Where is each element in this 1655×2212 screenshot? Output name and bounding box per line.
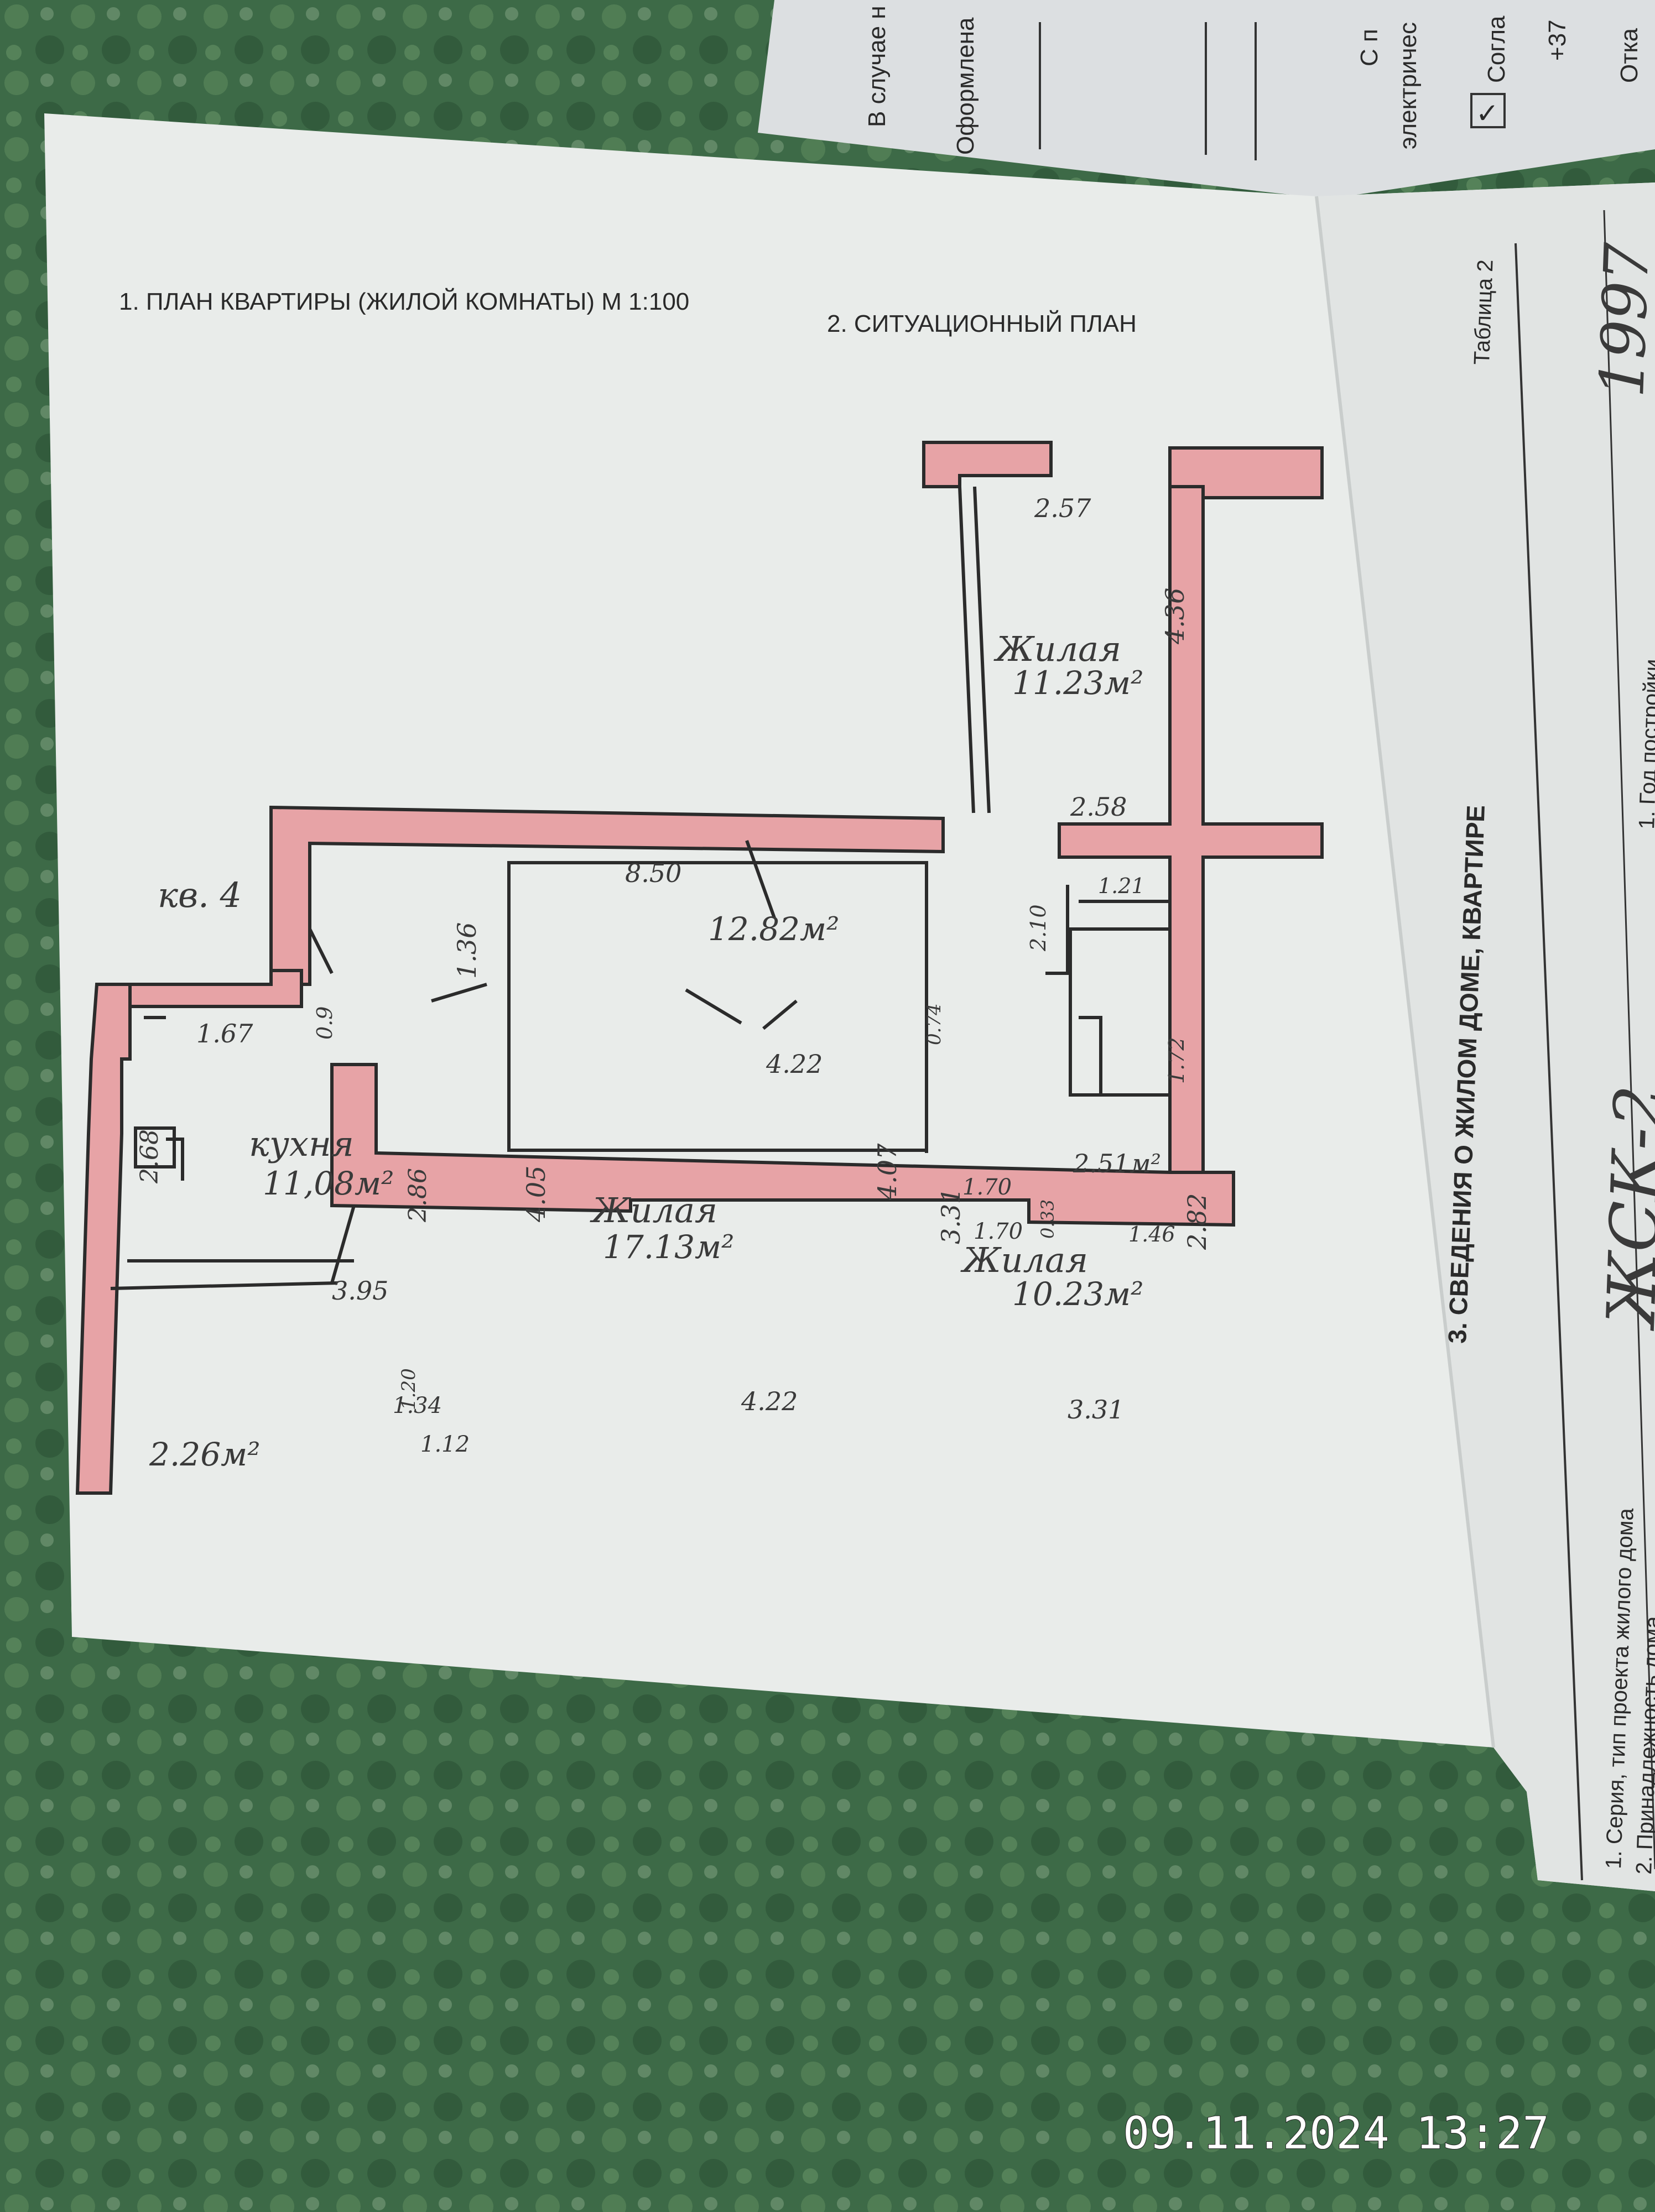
bath-area: 2.51м²	[1073, 1149, 1161, 1178]
dim-1-21: 1.21	[1098, 874, 1145, 898]
series-value: ЖСК-2	[1593, 1084, 1655, 1332]
back-sheet-line-2: Оформлена	[952, 17, 979, 155]
room-name-top: Жилая	[993, 629, 1121, 669]
dim-1-67: 1.67	[196, 1019, 253, 1048]
dim-3-31-vertical: 3.31	[936, 1188, 966, 1244]
dim-1-20: 1.20	[398, 1368, 420, 1410]
plan-title: 1. ПЛАН КВАРТИРЫ (ЖИЛОЙ КОМНАТЫ) М 1:100	[119, 287, 689, 315]
apartment-number: кв. 4	[158, 875, 242, 915]
dim-0-9: 0.9	[313, 1006, 337, 1040]
dim-4-36: 4.36	[1160, 588, 1190, 645]
back-sheet-line-4: электричес	[1394, 22, 1422, 149]
room-name-center: Жилая	[590, 1190, 717, 1230]
balcony-area: 2.26м²	[149, 1436, 260, 1473]
wall-top-left-stub	[922, 441, 1053, 488]
dim-3-31-bottom: 3.31	[1068, 1395, 1124, 1425]
dim-2-82: 2.82	[1182, 1193, 1212, 1250]
dim-2-68: 2.68	[136, 1129, 164, 1184]
dim-2-57: 2.57	[1034, 493, 1091, 523]
right-page-shade	[1316, 182, 1655, 1891]
dim-4-07: 4.07	[872, 1143, 902, 1201]
dim-1-34: 1.34	[393, 1393, 442, 1418]
kitchen-area: 11,08м²	[263, 1165, 394, 1202]
dim-1-70-b: 1.70	[974, 1219, 1023, 1244]
page-fold	[1315, 196, 1495, 1748]
situation-plan-title: 2. СИТУАЦИОННЫЙ ПЛАН	[827, 309, 1137, 337]
dim-2-58: 2.58	[1070, 792, 1127, 822]
dim-3-95: 3.95	[332, 1276, 388, 1306]
room-area-center: 17.13м²	[603, 1228, 734, 1266]
dim-1-12: 1.12	[420, 1432, 470, 1457]
dim-0-74: 0.74	[923, 1003, 945, 1045]
dim-2-86: 2.86	[404, 1168, 432, 1223]
back-sheet-line-1: В случае н	[863, 6, 891, 127]
back-sheet-checkbox	[1470, 93, 1506, 128]
room-area-right: 10.23м²	[1012, 1275, 1143, 1313]
back-sheet-line-6: +37	[1544, 19, 1571, 61]
back-sheet-checkmark: ✓	[1476, 98, 1499, 129]
back-sheet-line-5: Согла	[1483, 15, 1510, 83]
photo-timestamp: 09.11.2024 13:27	[1123, 2107, 1549, 2159]
paper-sheet	[44, 113, 1655, 1891]
dim-8-50: 8.50	[625, 858, 681, 888]
floor-plan	[75, 441, 1324, 1495]
wall-bottom	[330, 1063, 1235, 1227]
dim-4-22-bottom: 4.22	[741, 1386, 798, 1416]
dim-2-10: 2.10	[1026, 904, 1050, 952]
right-table-column-line	[1603, 210, 1655, 1870]
wall-kitchen-corner	[128, 969, 303, 1008]
right-table-top-line	[1515, 243, 1583, 1881]
kitchen-name: кухня	[249, 1124, 354, 1164]
back-sheet-line-3: С п	[1356, 29, 1383, 66]
back-sheet-line-7: Отка	[1616, 28, 1643, 83]
dim-4-05: 4.05	[521, 1166, 551, 1223]
dim-1-72: 1.72	[1164, 1037, 1189, 1084]
room-name-right: Жилая	[960, 1240, 1088, 1280]
dim-4-22-top: 4.22	[766, 1049, 823, 1079]
dim-1-36: 1.36	[452, 922, 482, 979]
dim-0-33: 0.33	[1037, 1199, 1058, 1239]
table-label: Таблица 2	[1470, 259, 1498, 366]
room-area-top: 11.23м²	[1012, 664, 1143, 702]
dim-1-46: 1.46	[1128, 1222, 1175, 1246]
plan-lines	[110, 486, 1172, 1290]
dimension-labels: 2.57 4.36 2.58 8.50 1.36 1.21 2.10 1.67 …	[136, 493, 1212, 1457]
year-value: 1997	[1586, 242, 1655, 399]
wall-left	[75, 983, 132, 1495]
hall-area: 12.82м²	[708, 910, 839, 948]
dim-1-70-a: 1.70	[962, 1175, 1012, 1200]
